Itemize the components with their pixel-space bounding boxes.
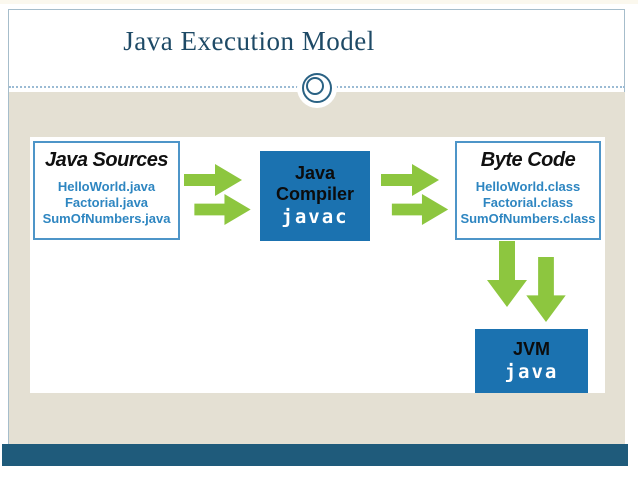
compiler-command: javac (281, 206, 349, 228)
file-name: Factorial.class (482, 195, 574, 210)
file-name: HelloWorld.class (475, 179, 581, 194)
arrow-down-icon (487, 241, 527, 307)
java-sources-file-list: HelloWorld.java Factorial.java SumOfNumb… (35, 179, 178, 227)
arrow-right-icon (381, 164, 439, 196)
byte-code-heading: Byte Code (480, 149, 576, 171)
byte-code-file-list: HelloWorld.class Factorial.class SumOfNu… (457, 179, 599, 227)
java-sources-heading: Java Sources (45, 149, 168, 171)
file-name: SumOfNumbers.class (460, 211, 596, 226)
bottom-accent-band (2, 444, 628, 466)
java-sources-box: Java Sources HelloWorld.java Factorial.j… (33, 141, 180, 240)
byte-code-box: Byte Code HelloWorld.class Factorial.cla… (455, 141, 601, 240)
jvm-heading: JVM (512, 338, 550, 359)
arrow-down-icon (526, 257, 566, 323)
file-name: SumOfNumbers.java (42, 211, 171, 226)
compiler-name-line1: Java (294, 163, 336, 183)
slide-title: Java Execution Model (123, 26, 375, 56)
arrow-right-icon (194, 193, 251, 226)
file-name: Factorial.java (64, 195, 149, 210)
top-margin-strip (0, 0, 638, 4)
circle-ornament-icon (302, 73, 332, 103)
circle-ornament-inner-ring (306, 77, 324, 95)
file-name: HelloWorld.java (57, 179, 156, 194)
jvm-box: JVM java (475, 329, 588, 393)
compiler-name-line2: Compiler (275, 184, 354, 204)
arrow-right-icon (184, 164, 242, 196)
arrow-right-icon (391, 193, 449, 226)
java-compiler-box: Java Compiler javac (260, 151, 370, 241)
jvm-command: java (504, 360, 559, 383)
